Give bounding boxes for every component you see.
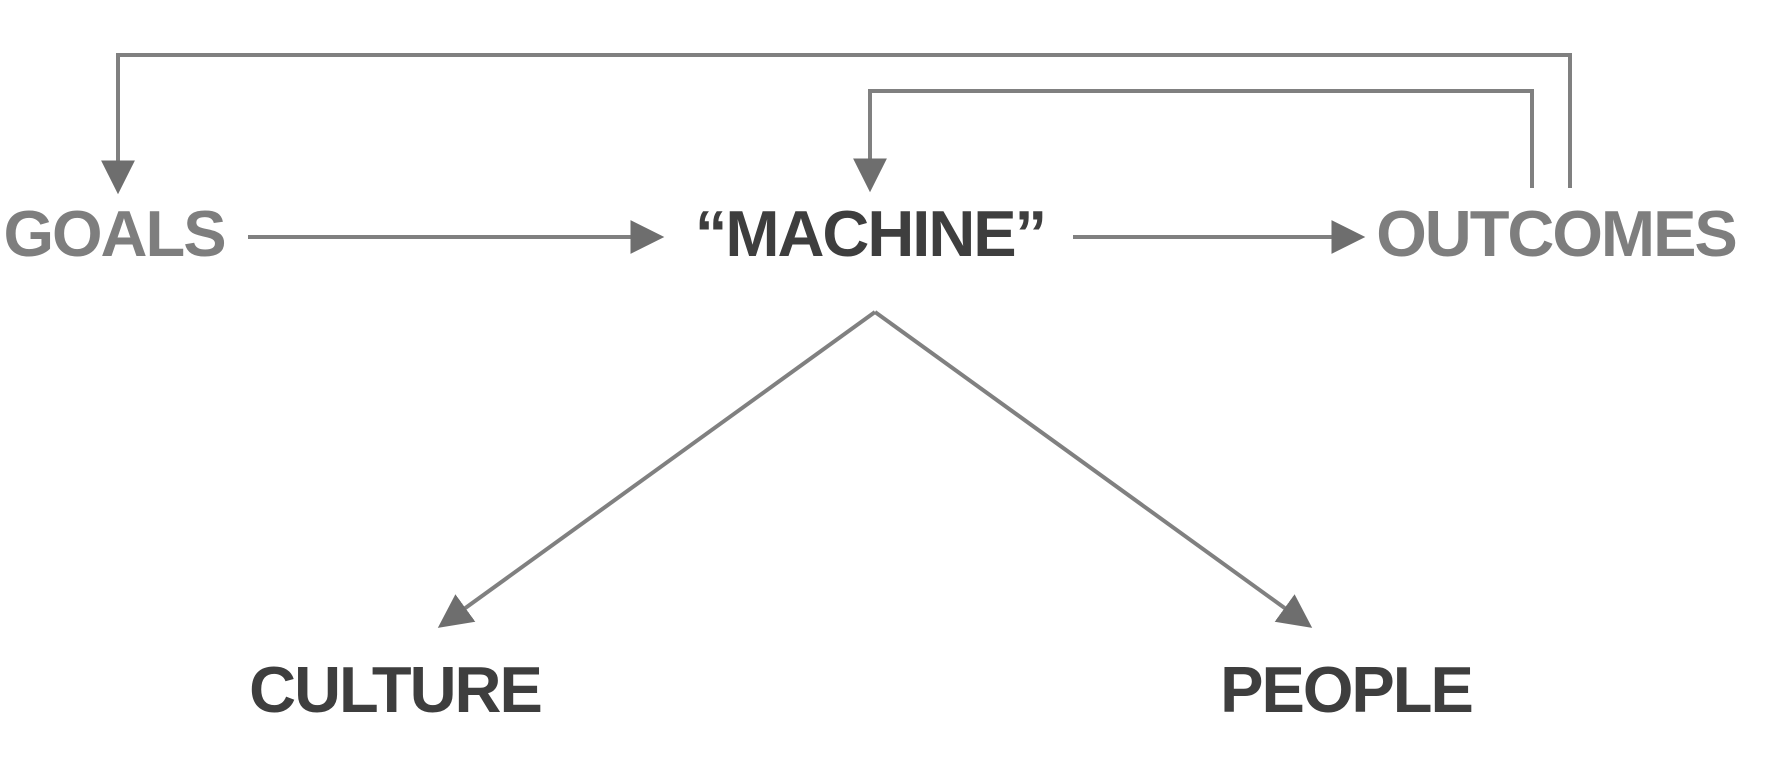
node-people: PEOPLE — [1220, 653, 1474, 726]
feedback-arrow-outcomes-to-machine — [853, 89, 1534, 193]
node-culture: CULTURE — [249, 653, 543, 726]
feedback-arrow-outcomes-to-goals — [101, 53, 1572, 195]
node-machine: “MACHINE” — [694, 197, 1047, 270]
arrow-machine-to-people — [873, 310, 1313, 628]
arrow-machine-to-culture — [437, 310, 877, 628]
node-outcomes: OUTCOMES — [1376, 197, 1738, 270]
node-goals: GOALS — [3, 197, 226, 270]
